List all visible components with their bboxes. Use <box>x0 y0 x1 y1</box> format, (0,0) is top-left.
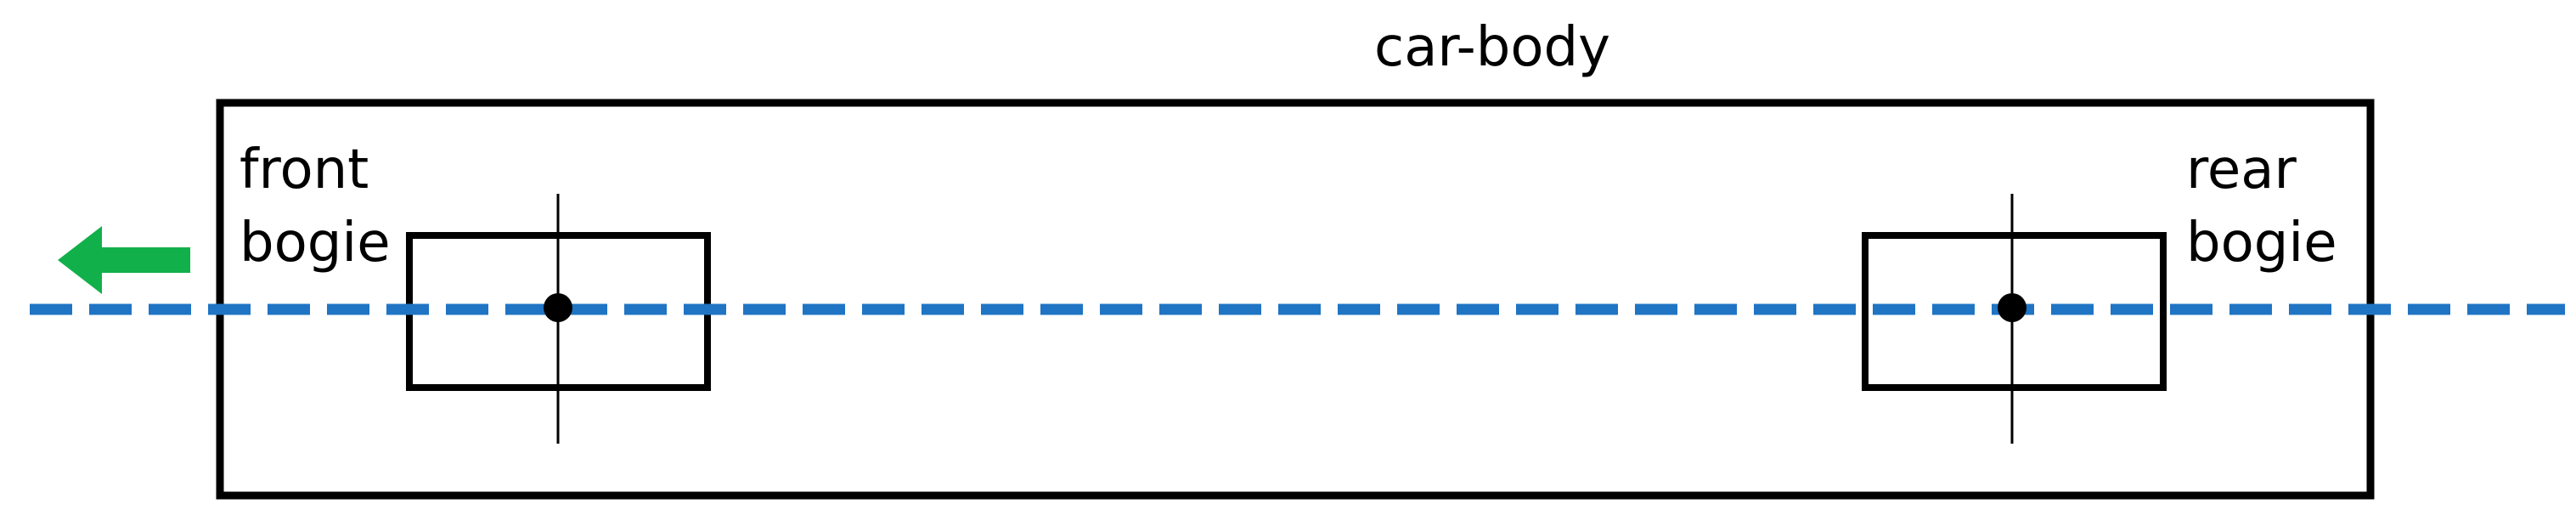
car-body-outline <box>216 99 2375 500</box>
rear-bogie-label-line-1: rear <box>2186 139 2297 201</box>
car-body-label: car-body <box>1374 16 1610 79</box>
rear-bogie-box <box>1862 232 2167 391</box>
front-bogie-label: front bogie <box>240 143 391 270</box>
front-bogie-label-line-2: bogie <box>240 212 391 275</box>
front-bogie-label-line-1: front <box>240 139 369 201</box>
rear-bogie-label: rear bogie <box>2186 143 2337 270</box>
front-bogie-pivot <box>544 293 572 322</box>
rear-bogie-pivot <box>1998 293 2026 322</box>
rear-bogie-label-line-2: bogie <box>2186 212 2337 275</box>
left-arrow-icon <box>58 226 190 294</box>
